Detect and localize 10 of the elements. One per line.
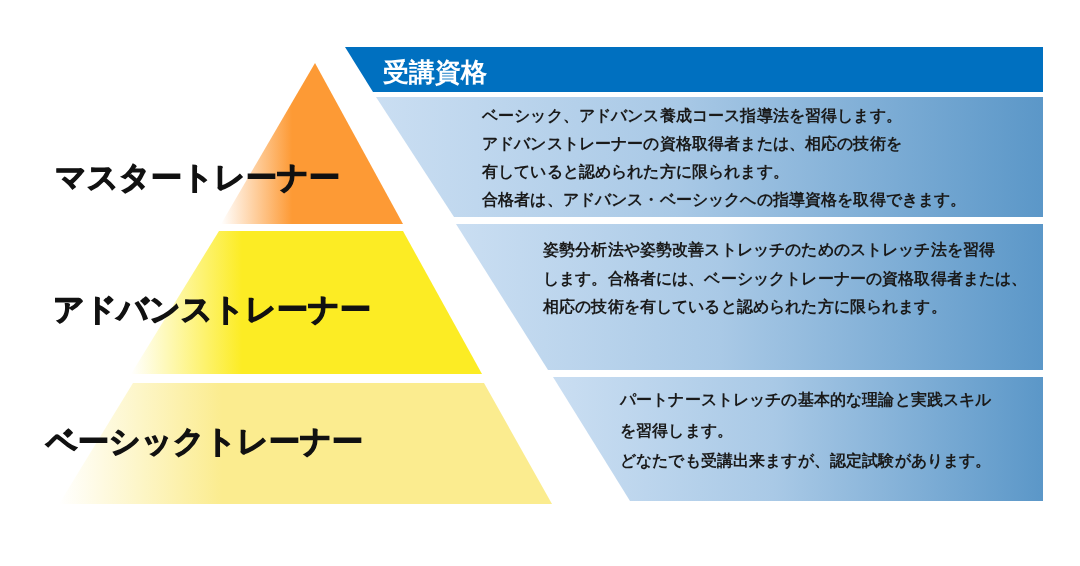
header-title: 受講資格	[383, 56, 487, 88]
description-text: 合格者は、アドバンス・ベーシックへの指導資格を取得できます。	[482, 190, 967, 211]
tier-label: ベーシックトレーナー	[46, 426, 363, 457]
description-text: 姿勢分析法や姿勢改善ストレッチのためのストレッチ法を習得します。合格者には、ベーシックトレーナーの資格取得者または、相応の技術を有していると認められた方に限られます。	[543, 240, 1028, 318]
description-text: ベーシック、アドバンス養成コース指導法を習得します。	[482, 106, 902, 127]
tier-label: アドバンストレーナー	[53, 294, 371, 325]
description-text: パートナーストレッチの基本的な理論と実践スキルを習得します。	[620, 390, 992, 442]
tier-label: マスタートレーナー	[55, 162, 340, 193]
description-text: アドバンストレーナーの資格取得者または、相応の技術を有していると認められた方に限られます。	[482, 134, 902, 183]
description-text: どなたでも受講出来ますが、認定試験があります。	[620, 451, 992, 472]
